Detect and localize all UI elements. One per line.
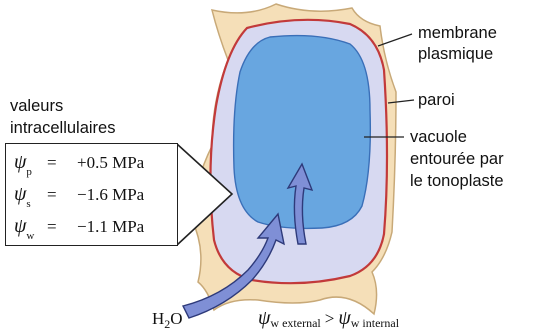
water-potential-comparison: ψw external>ψw internal xyxy=(258,307,400,330)
psi-symbol: ψp xyxy=(14,151,32,176)
solute-potential-row: ψs = −1.6 MPa xyxy=(14,180,179,210)
intracell-label-2: intracellulaires xyxy=(10,119,115,137)
psi-symbol: ψs xyxy=(14,183,31,208)
membrane-label-1: membrane xyxy=(418,24,497,42)
membrane-pointer xyxy=(378,34,412,46)
membrane-label-2: plasmique xyxy=(418,45,493,63)
psi-symbol: ψw xyxy=(14,215,34,240)
vacuole-label-1: vacuole xyxy=(410,128,467,146)
paroi-label: paroi xyxy=(418,91,455,109)
solute-potential-value: −1.6 MPa xyxy=(77,185,144,205)
intracell-label-1: valeurs xyxy=(10,97,63,115)
water-potential-row: ψw = −1.1 MPa xyxy=(14,212,179,242)
vacuole-label-3: le tonoplaste xyxy=(410,172,504,190)
intracellular-values-box: ψp = +0.5 MPa ψs = −1.6 MPa ψw = −1.1 MP… xyxy=(5,143,178,246)
water-potential-value: −1.1 MPa xyxy=(77,217,144,237)
pressure-potential-row: ψp = +0.5 MPa xyxy=(14,148,179,178)
water-label: H2O xyxy=(152,309,183,331)
pressure-potential-value: +0.5 MPa xyxy=(77,153,144,173)
vacuole-label-2: entourée par xyxy=(410,150,504,168)
